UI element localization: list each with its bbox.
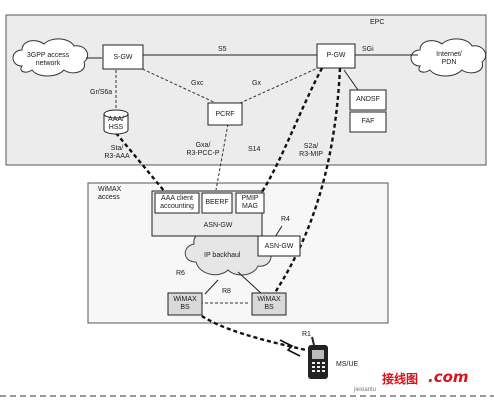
access-label: access: [98, 194, 120, 201]
sgi-label: SGi: [362, 46, 374, 53]
asn-gw-second-label: ASN-GW: [264, 243, 294, 250]
pcrf-label: PCRF: [215, 111, 235, 118]
radio-link-bolt: [279, 339, 301, 357]
watermark-com: .com: [428, 368, 469, 386]
3gpp-access-network-label-line2: network: [35, 60, 61, 67]
hss-label: HSS: [108, 124, 124, 131]
r3-pcc-p-label: R3-PCC-P: [186, 150, 220, 157]
watermark-logo: 接线图: [382, 372, 419, 386]
aaa-label: AAA/: [108, 116, 124, 123]
p-gw-label: P-GW: [326, 52, 346, 59]
accounting-label: accounting: [160, 203, 194, 210]
pdn-label: PDN: [441, 59, 457, 66]
r8-label: R8: [222, 288, 231, 295]
gx-label: Gx: [252, 80, 261, 87]
solid-links: [86, 54, 418, 295]
gxa-label: Gxa/: [195, 142, 211, 149]
ms-ue-phone-icon: [308, 336, 328, 379]
andsf-label: ANDSF: [356, 96, 380, 103]
s-gw-label: S-GW: [113, 54, 133, 61]
internet-pdn-cloud: [410, 38, 487, 77]
internet-label: Internet/: [436, 51, 462, 58]
s2a-label: S2a/: [303, 143, 319, 150]
gr-s6a-label: Gr/S6a: [90, 89, 113, 96]
epc-label: EPC: [370, 19, 385, 26]
heavy-dashed-paths: [115, 67, 342, 352]
r6-label: R6: [176, 270, 185, 277]
ms-ue-label: MS/UE: [336, 361, 359, 368]
3gpp-access-network-label-line1: 3GPP access: [26, 52, 70, 59]
wimax-bs2-label-line2: BS: [264, 304, 274, 311]
wimax-bs1-label-line1: WiMAX: [173, 296, 197, 303]
node-boxes: [102, 43, 387, 316]
faf-label: FAF: [361, 118, 375, 125]
beerf-label: BEERF: [205, 199, 229, 206]
3gpp-access-network-cloud: [12, 38, 89, 77]
r1-label: R1: [302, 331, 311, 338]
wimax-bs1-label-line2: BS: [180, 304, 190, 311]
r4-label: R4: [281, 216, 290, 223]
aaa-client-label: AAA client: [161, 195, 193, 202]
sta-label: Sta/: [110, 145, 124, 152]
r3-aaa-label: R3-AAA: [104, 153, 130, 160]
mag-label: MAG: [242, 203, 258, 210]
pmip-label: PMIP: [241, 195, 259, 202]
ip-backhaul-label: IP backhaul: [204, 252, 241, 259]
s14-label: S14: [248, 146, 261, 153]
wimax-label: WiMAX: [98, 186, 122, 193]
watermark-url: jiexiantu: [354, 387, 377, 393]
s5-label: S5: [218, 46, 227, 53]
gxc-label: Gxc: [191, 80, 204, 87]
aaa-hss-database: [103, 109, 129, 135]
epc-region: [5, 14, 487, 166]
r3-mip-label: R3-MIP: [299, 151, 323, 158]
asn-gw-main-label: ASN-GW: [203, 222, 233, 229]
dashed-links: [115, 66, 321, 304]
wimax-bs2-label-line1: WiMAX: [257, 296, 281, 303]
